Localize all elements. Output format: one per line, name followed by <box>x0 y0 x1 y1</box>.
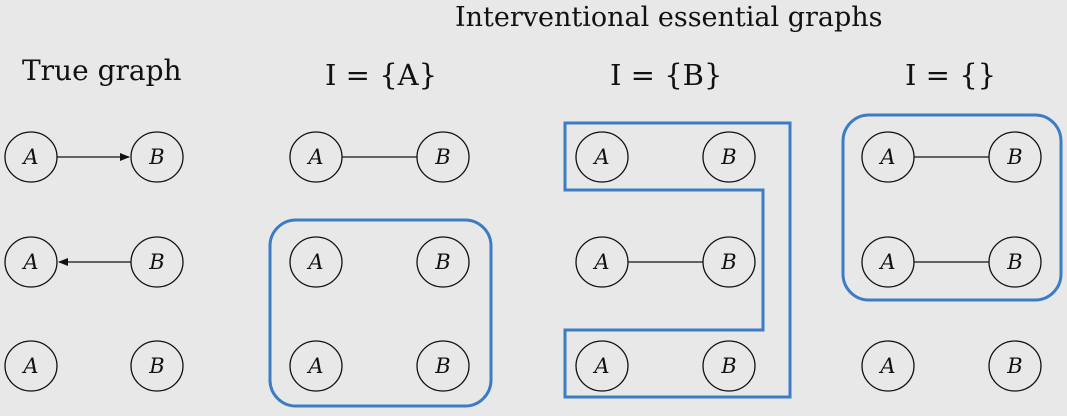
column-title-true-graph: True graph <box>22 54 182 87</box>
column-title-intervention-b: I = {B} <box>610 58 723 92</box>
node-a: A <box>861 131 915 183</box>
node-a: A <box>289 236 343 288</box>
node-label: A <box>878 250 895 274</box>
node-label: B <box>434 250 450 274</box>
node-label: B <box>434 354 450 378</box>
node-a: A <box>575 236 629 288</box>
node-b: B <box>988 340 1042 392</box>
node-label: B <box>720 250 736 274</box>
diagram-title: Interventional essential graphs <box>455 2 883 33</box>
node-a: A <box>861 236 915 288</box>
node-a: A <box>575 340 629 392</box>
node-b: B <box>130 131 184 183</box>
column-title-intervention-a: I = {A} <box>325 58 438 92</box>
node-b: B <box>416 131 470 183</box>
node-b: B <box>416 236 470 288</box>
node-a: A <box>575 131 629 183</box>
node-b: B <box>988 236 1042 288</box>
node-b: B <box>702 340 756 392</box>
column-title-intervention-none: I = {} <box>905 58 997 92</box>
node-b: B <box>416 340 470 392</box>
node-b: B <box>702 131 756 183</box>
group-outline-intervention-a <box>268 218 493 408</box>
group-outline-intervention-b <box>563 121 792 399</box>
node-label: B <box>720 354 736 378</box>
node-b: B <box>988 131 1042 183</box>
node-label: B <box>1006 250 1022 274</box>
node-label: B <box>720 145 736 169</box>
node-label: B <box>1006 354 1022 378</box>
node-label: A <box>306 145 323 169</box>
node-label: A <box>878 145 895 169</box>
node-label: A <box>592 145 609 169</box>
node-label: A <box>21 250 38 274</box>
node-label: A <box>21 145 38 169</box>
node-a: A <box>4 340 58 392</box>
node-b: B <box>702 236 756 288</box>
node-label: A <box>878 354 895 378</box>
node-a: A <box>4 236 58 288</box>
node-label: B <box>1006 145 1022 169</box>
node-label: A <box>592 354 609 378</box>
node-label: A <box>306 250 323 274</box>
node-label: A <box>21 354 38 378</box>
group-outline-intervention-none <box>841 113 1063 302</box>
node-label: B <box>434 145 450 169</box>
node-a: A <box>861 340 915 392</box>
node-a: A <box>289 131 343 183</box>
node-label: A <box>306 354 323 378</box>
node-label: B <box>148 354 164 378</box>
node-label: A <box>592 250 609 274</box>
node-b: B <box>130 236 184 288</box>
node-label: B <box>148 250 164 274</box>
node-label: B <box>148 145 164 169</box>
node-a: A <box>289 340 343 392</box>
node-a: A <box>4 131 58 183</box>
node-b: B <box>130 340 184 392</box>
